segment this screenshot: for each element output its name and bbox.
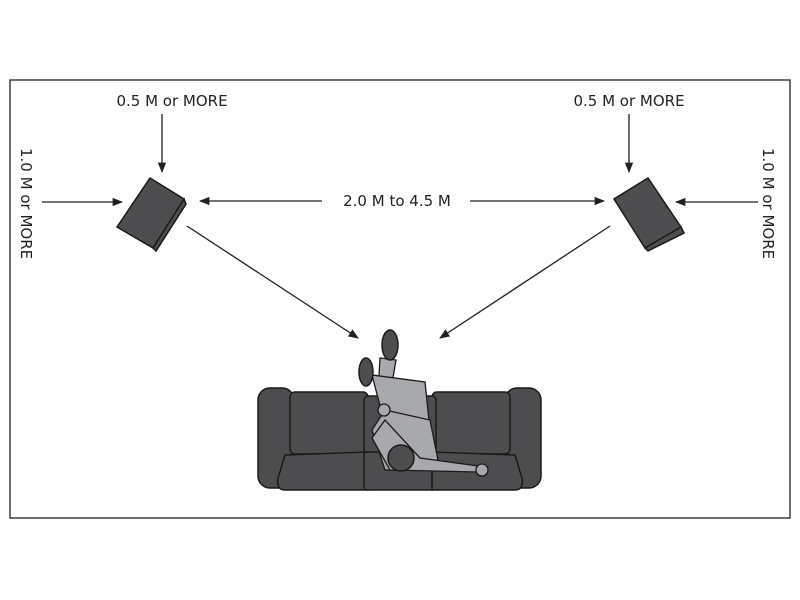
listener	[358, 329, 489, 477]
top-right-label: 0.5 M or MORE	[573, 92, 684, 110]
left-wall-label: 1.0 M or MORE	[17, 148, 35, 259]
right-wall-label: 1.0 M or MORE	[759, 148, 777, 259]
dimension-arrows	[42, 114, 758, 339]
left-speaker	[115, 176, 187, 253]
room-outline	[9, 79, 791, 519]
right-speaker	[612, 176, 686, 252]
top-left-label: 0.5 M or MORE	[116, 92, 227, 110]
center-distance-label: 2.0 M to 4.5 M	[343, 192, 451, 210]
